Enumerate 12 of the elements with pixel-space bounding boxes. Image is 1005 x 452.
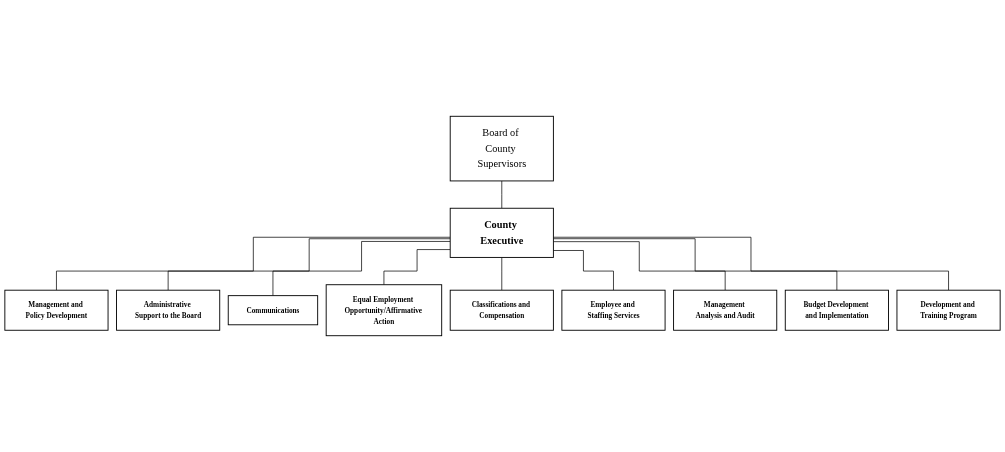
connector bbox=[501, 257, 503, 291]
connector bbox=[553, 241, 726, 291]
connector bbox=[553, 236, 949, 291]
connector bbox=[56, 236, 451, 291]
node-box: County Executive bbox=[449, 207, 554, 258]
connector bbox=[553, 238, 838, 291]
connector bbox=[553, 250, 614, 291]
connector bbox=[383, 249, 451, 286]
connector bbox=[167, 238, 451, 291]
connector bbox=[272, 241, 451, 296]
node-box: Board of County Supervisors bbox=[449, 115, 554, 182]
connector bbox=[501, 180, 503, 209]
